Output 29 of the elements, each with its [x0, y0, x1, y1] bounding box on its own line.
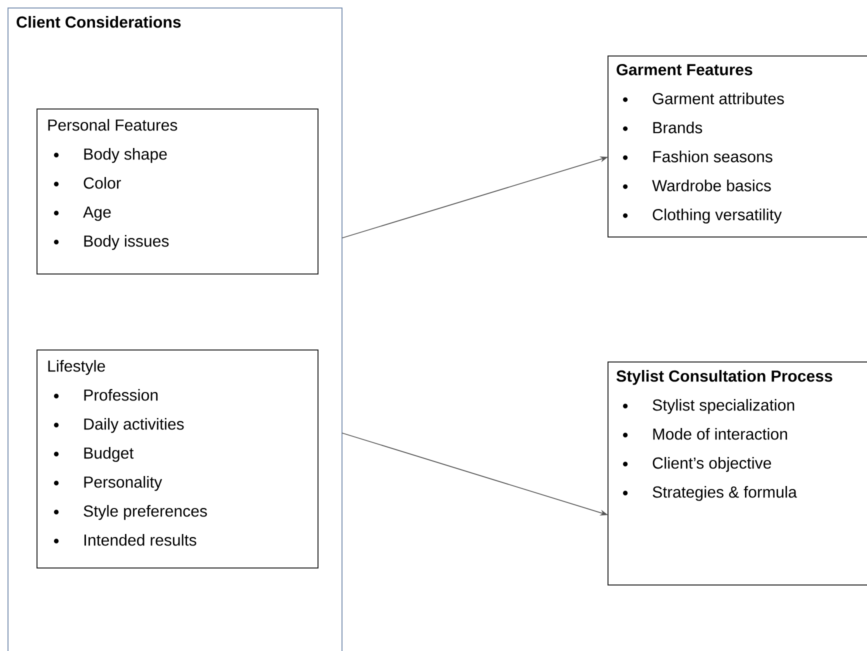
list-item: Profession [54, 389, 158, 401]
list-item: Personality [54, 476, 162, 491]
list-item: Age [54, 206, 111, 221]
heading: Client Considerations [16, 16, 181, 28]
heading: Garment Features [616, 64, 752, 76]
list-item: Budget [54, 447, 134, 462]
list-item: Style preferences [54, 505, 207, 520]
list-item: Fashion seasons [623, 150, 772, 162]
list-item: Body issues [54, 235, 169, 250]
list-item: Brands [623, 122, 702, 134]
heading: Stylist Consultation Process [616, 370, 832, 385]
list-item: Body shape [54, 148, 167, 163]
heading: Lifestyle [48, 360, 105, 375]
heading: Personal Features [48, 119, 178, 131]
list-item: Strategies & formula [623, 486, 797, 501]
list-box [36, 108, 318, 274]
list-item: Client’s objective [623, 457, 772, 472]
list-box [36, 350, 318, 568]
list-box [608, 56, 867, 238]
list-item: Stylist specialization [623, 399, 794, 414]
list-item: Daily activities [54, 418, 184, 433]
group-box [8, 8, 342, 651]
list-box [608, 362, 867, 586]
list-item: Mode of interaction [623, 428, 788, 440]
list-item: Intended results [54, 534, 196, 546]
list-item: Color [54, 177, 121, 189]
list-item: Wardrobe basics [623, 180, 771, 192]
list-item: Clothing versatility [623, 208, 782, 224]
list-item: Garment attributes [623, 92, 784, 104]
